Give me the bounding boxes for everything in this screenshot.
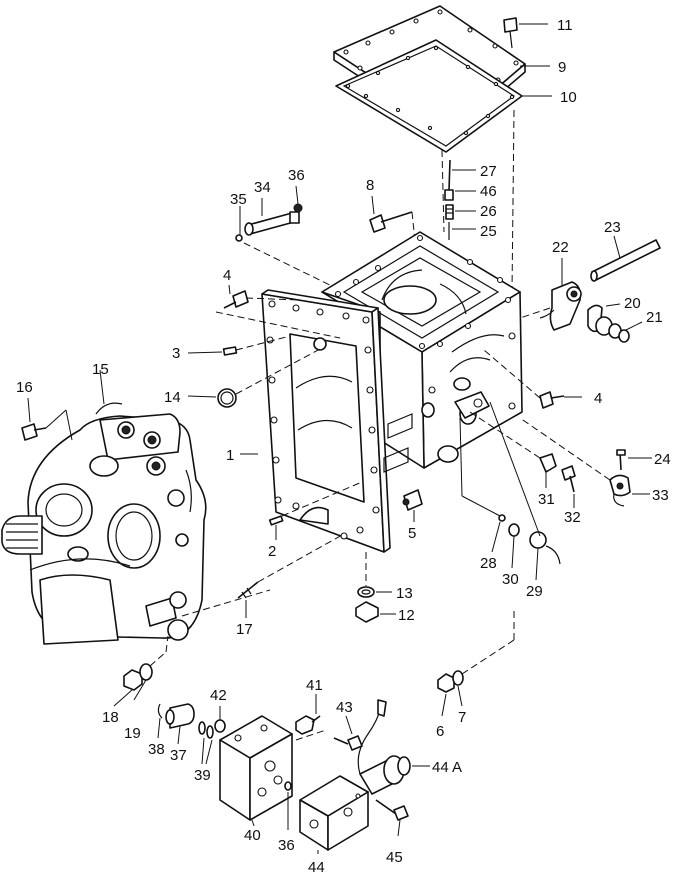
lever-22 [539,258,582,331]
transmission-housing [261,231,523,553]
callout-32: 32 [564,509,581,526]
callout-28: 28 [480,555,497,572]
plug-42 [214,706,226,733]
pump-assembly-15 [1,402,207,645]
callout-27: 27 [480,163,497,180]
callout-14: 14 [164,389,181,406]
callout-31: 31 [538,491,555,508]
bolt-45 [375,799,409,837]
pin-38 [157,703,163,739]
callout-11: 11 [557,17,573,34]
solenoid-44A [357,699,430,795]
solenoid-block-44 [299,775,369,854]
callout-24: 24 [654,451,671,468]
sensor-29 [529,531,561,581]
callout-5: 5 [408,525,416,542]
cover-bolt [503,17,548,49]
callout-20: 20 [624,295,641,312]
callout-12: 12 [398,607,415,624]
lever-20 [587,303,622,339]
callout-30: 30 [502,571,519,588]
bolt-16 [21,397,73,441]
callout-36-lower: 36 [278,837,295,854]
callout-17: 17 [236,621,253,638]
valve-block-40 [219,715,293,827]
dowel-3 [187,335,291,356]
callout-16: 16 [16,379,33,396]
link-33 [519,417,650,507]
cover-gasket [335,39,523,153]
dipstick-assembly [444,159,476,240]
callout-7: 7 [458,709,466,726]
callout-38: 38 [148,741,165,758]
callout-6: 6 [436,723,444,740]
stud-17 [237,533,345,618]
shaft-23 [590,235,661,282]
callout-42: 42 [210,687,227,704]
pivot-pin-34 [235,185,341,291]
callout-36-upper: 36 [288,167,305,184]
callout-40: 40 [244,827,261,844]
plug-12 [355,601,396,623]
callout-2: 2 [268,543,276,560]
bracket-31 [539,453,557,488]
callout-43: 43 [336,699,353,716]
bolt-5 [402,489,423,522]
callout-33: 33 [652,487,669,504]
dowel-2 [268,481,363,540]
bolt-4-left [223,284,301,309]
callout-13: 13 [396,585,413,602]
callout-18: 18 [102,709,119,726]
callout-29: 29 [526,583,543,600]
pin-24 [616,449,652,471]
nut-6 [437,673,455,717]
callout-26: 26 [480,203,497,220]
callout-39: 39 [194,767,211,784]
callout-35: 35 [230,191,247,208]
seal-28 [491,514,506,553]
valve-37 [165,703,195,745]
callout-22: 22 [552,239,569,256]
callout-9: 9 [558,59,566,76]
fitting-41 [295,694,321,735]
bolt-4-right [483,349,582,409]
nut-18 [113,669,143,707]
callout-44: 44 [308,859,325,876]
washer-30 [508,523,520,569]
callout-23: 23 [604,219,621,236]
o-rings-39 [198,721,214,765]
callout-25: 25 [480,223,497,240]
callout-4-right: 4 [594,390,602,407]
bolt-32 [561,465,576,508]
callout-44A: 44 A [432,759,462,776]
callout-37: 37 [170,747,187,764]
callout-8: 8 [366,177,374,194]
callout-3: 3 [172,345,180,362]
callout-46: 46 [480,183,497,200]
callout-1: 1 [226,447,234,464]
callout-34: 34 [254,179,271,196]
bolt-43 [333,715,363,751]
callout-15: 15 [92,361,109,378]
callout-21: 21 [646,309,663,326]
plug-36-lower [284,781,292,830]
callout-19: 19 [124,725,141,742]
callout-41: 41 [306,677,323,694]
o-ring-14 [187,347,323,408]
callout-45: 45 [386,849,403,866]
ring-21 [618,321,643,343]
callout-10: 10 [560,89,577,106]
washer-7 [452,670,464,707]
washer-13 [357,586,392,598]
callout-4-left: 4 [223,267,231,284]
washer-19 [133,663,153,701]
